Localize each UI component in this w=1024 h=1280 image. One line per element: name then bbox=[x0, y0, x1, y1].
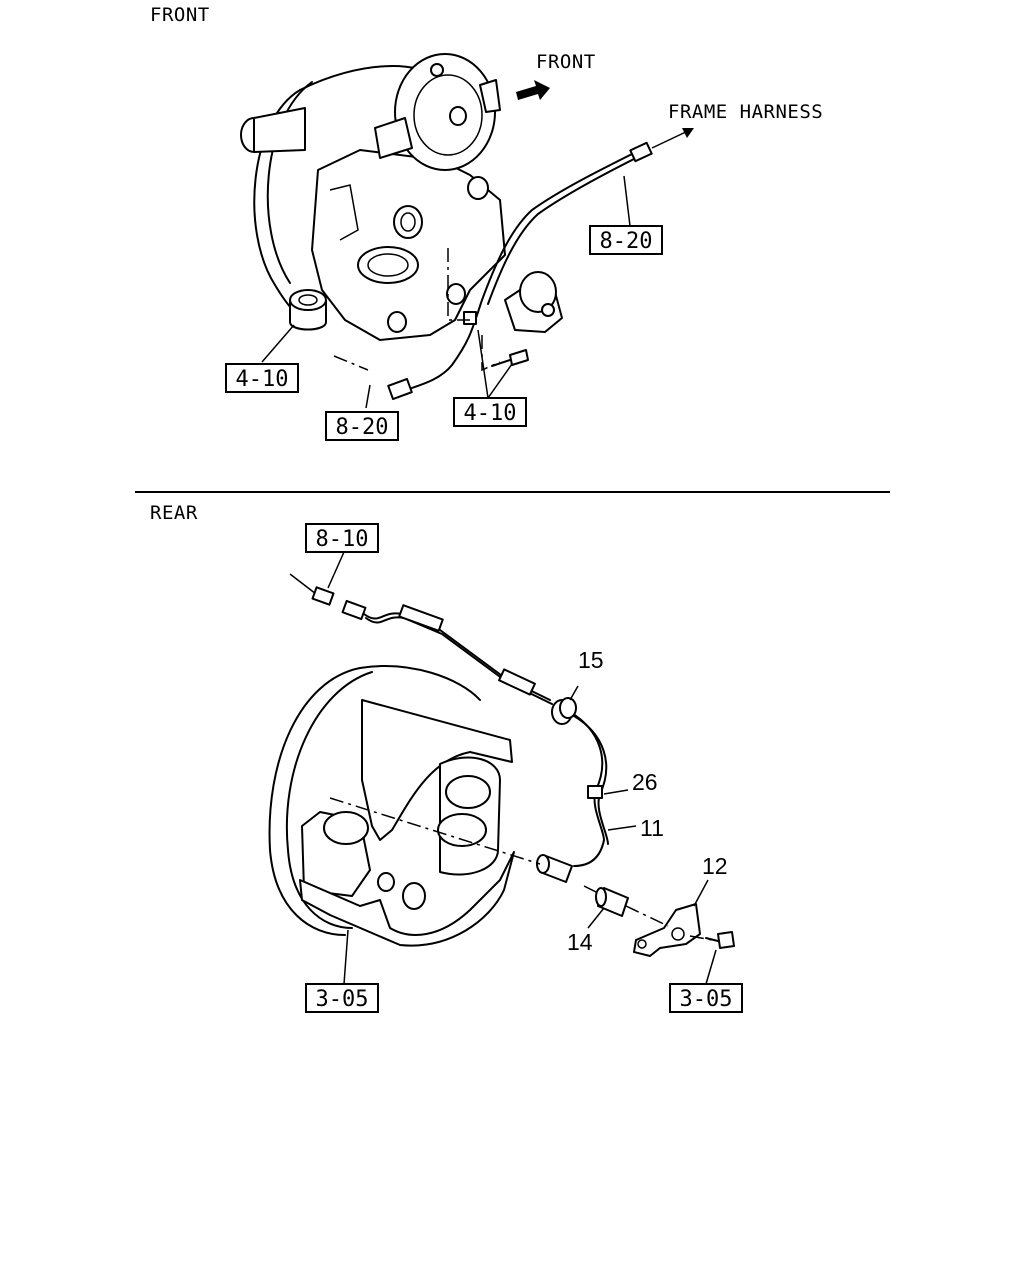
callout-sleeve[interactable]: 14 bbox=[567, 929, 593, 955]
front-ball-joint bbox=[504, 271, 563, 333]
ref-label: 3-05 bbox=[680, 987, 733, 1012]
rear-clip bbox=[587, 785, 603, 799]
ref-box-knuckle[interactable]: 4-10 bbox=[225, 363, 299, 393]
callout-sensor-cable[interactable]: 11 bbox=[640, 815, 664, 841]
ref-label: 8-10 bbox=[316, 527, 369, 552]
ref-box-bolt[interactable]: 4-10 bbox=[453, 397, 527, 427]
front-sensor-harness bbox=[387, 141, 653, 400]
front-bolt bbox=[491, 349, 529, 367]
rear-bracket-bolt bbox=[705, 931, 735, 949]
ref-box-connector[interactable]: 8-10 bbox=[305, 523, 379, 553]
ref-box-harness-connector[interactable]: 8-20 bbox=[589, 225, 663, 255]
front-leader-lines bbox=[333, 248, 501, 372]
ref-label: 4-10 bbox=[236, 367, 289, 392]
ref-box-sensor-end[interactable]: 8-20 bbox=[325, 411, 399, 441]
ref-box-bracket-bolt[interactable]: 3-05 bbox=[669, 983, 743, 1013]
front-direction-label: FRONT bbox=[536, 51, 596, 73]
ref-box-drum[interactable]: 3-05 bbox=[305, 983, 379, 1013]
callout-bracket[interactable]: 12 bbox=[702, 853, 728, 879]
rear-section-title: REAR bbox=[150, 502, 198, 524]
rear-sensor-sleeve bbox=[595, 887, 629, 917]
callout-grommet[interactable]: 15 bbox=[578, 647, 604, 673]
frame-harness-label: FRAME HARNESS bbox=[668, 101, 823, 123]
front-caliper-dome bbox=[374, 53, 501, 171]
ref-label: 3-05 bbox=[316, 987, 369, 1012]
front-steering-knuckle bbox=[311, 149, 506, 341]
callout-clip[interactable]: 26 bbox=[632, 769, 658, 795]
rear-sensor-head bbox=[536, 854, 573, 883]
front-bushing bbox=[289, 289, 327, 331]
front-hub-stub bbox=[240, 107, 306, 153]
ref-label: 8-20 bbox=[600, 229, 653, 254]
ref-label: 8-20 bbox=[336, 415, 389, 440]
rear-sensor-bracket bbox=[633, 903, 701, 957]
rear-sensor-harness bbox=[289, 573, 609, 867]
rear-leader-lines bbox=[329, 797, 713, 941]
ref-label: 4-10 bbox=[464, 401, 517, 426]
rear-drum-brake bbox=[268, 665, 515, 947]
front-section-title: FRONT bbox=[150, 4, 210, 26]
frame-harness-arrow-icon bbox=[651, 128, 694, 149]
rear-grommet bbox=[551, 697, 577, 725]
front-direction-arrow-icon bbox=[516, 80, 550, 100]
